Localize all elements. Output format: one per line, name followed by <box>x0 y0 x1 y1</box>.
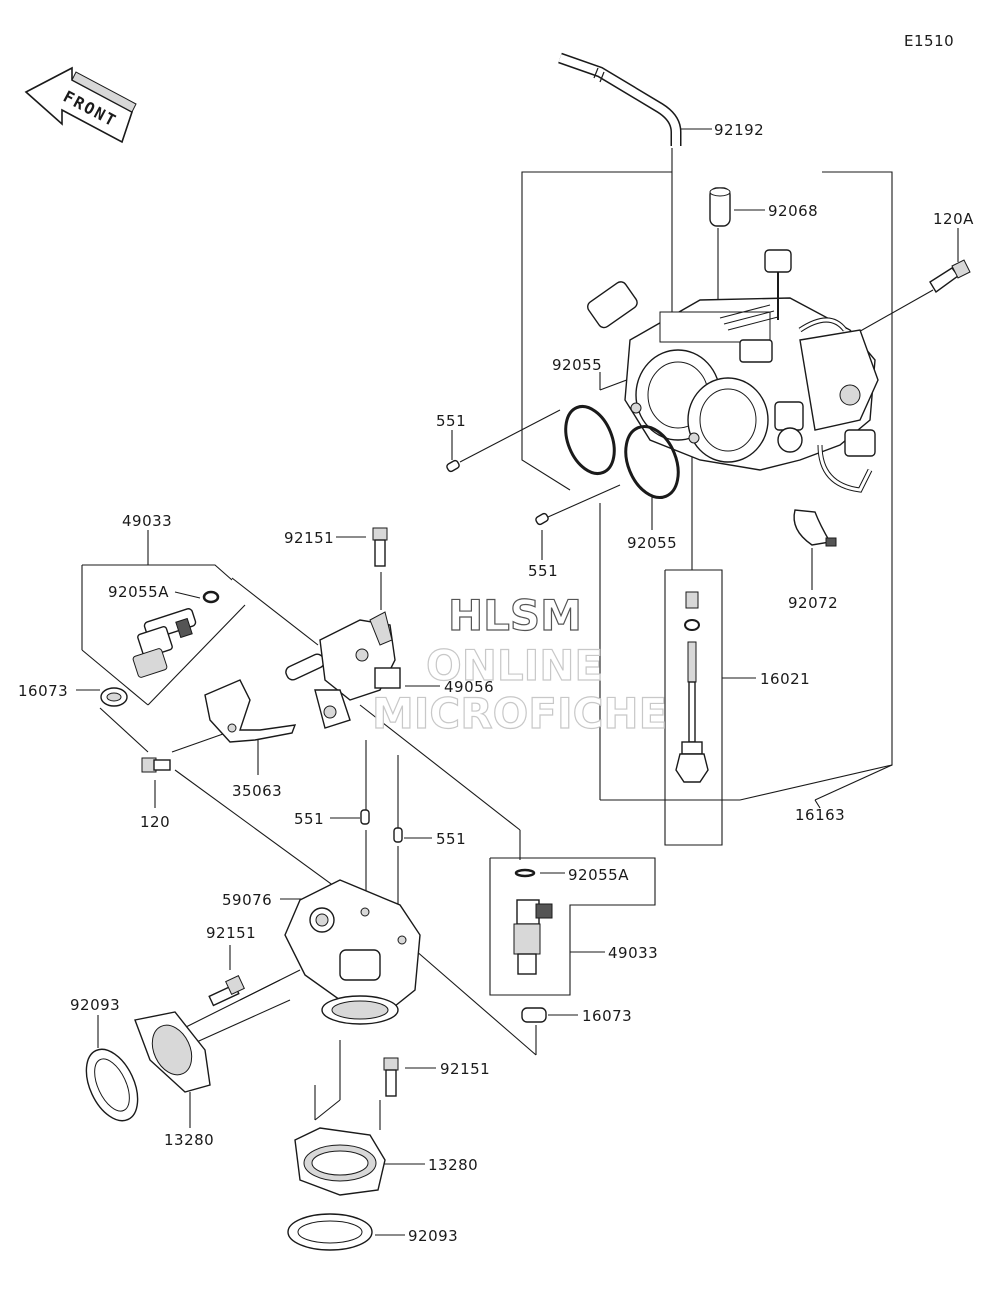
bolt-120 <box>141 757 171 773</box>
throttle-body-16163 <box>587 249 879 493</box>
label-92151-mid: 92151 <box>206 924 256 942</box>
label-16021: 16021 <box>760 670 810 688</box>
pin-551-b <box>393 827 403 843</box>
label-92151-top: 92151 <box>284 529 334 547</box>
label-59076: 59076 <box>222 891 272 909</box>
label-92055a-right: 92055A <box>568 866 629 884</box>
label-35063: 35063 <box>232 782 282 800</box>
part-number-labels: 92192 92068 120A 92055 551 92055 551 920… <box>18 121 974 1245</box>
label-92068: 92068 <box>768 202 818 220</box>
watermark-line3: MICROFICHE <box>372 689 667 738</box>
pin-551-a <box>360 809 370 825</box>
delivery-pipe-49056 <box>285 611 401 729</box>
holder-13280-left <box>134 1011 211 1093</box>
o-ring-92055a-left <box>202 590 220 604</box>
label-92192: 92192 <box>714 121 764 139</box>
o-ring-92055a-right <box>514 868 536 878</box>
o-ring-92055-upper <box>564 405 616 475</box>
o-ring-92055-lower <box>624 425 680 499</box>
label-49033-right: 49033 <box>608 944 658 962</box>
holder-13280-right <box>294 1127 386 1196</box>
cap-16073-right <box>521 1007 547 1023</box>
label-551-a: 551 <box>294 810 324 828</box>
label-13280-right: 13280 <box>428 1156 478 1174</box>
label-120: 120 <box>140 813 170 831</box>
bolt-92151-low <box>383 1057 399 1097</box>
injector-49033-right <box>513 899 553 975</box>
label-92072: 92072 <box>788 594 838 612</box>
bracket-35063 <box>204 679 297 743</box>
pin-551-top <box>446 459 460 473</box>
label-92151-low: 92151 <box>440 1060 490 1078</box>
leader-lines <box>76 128 959 1236</box>
label-551-mid: 551 <box>528 562 558 580</box>
cap-92068 <box>709 187 731 227</box>
bolt-92151-top <box>372 527 388 567</box>
label-92055a-left: 92055A <box>108 583 169 601</box>
label-551-b: 551 <box>436 830 466 848</box>
label-49033-left: 49033 <box>122 512 172 530</box>
label-120a: 120A <box>933 210 974 228</box>
vacuum-hose-92192 <box>558 52 682 146</box>
label-92093-left: 92093 <box>70 996 120 1014</box>
clamp-92093-left <box>85 1048 139 1122</box>
diagram-code: E1510 <box>904 32 954 50</box>
label-92093-right: 92093 <box>408 1227 458 1245</box>
injector-49033-left <box>132 608 197 678</box>
bolt-92151-mid <box>208 975 245 1007</box>
watermark-line1: HLSM <box>448 591 582 640</box>
watermark: HLSM ONLINE MICROFICHE <box>371 590 667 738</box>
label-16163: 16163 <box>795 806 845 824</box>
label-551-top: 551 <box>436 412 466 430</box>
label-92055-mid: 92055 <box>627 534 677 552</box>
cap-16073-left <box>100 687 128 707</box>
label-92055-top: 92055 <box>552 356 602 374</box>
watermark-line2: ONLINE <box>426 641 603 690</box>
label-49056: 49056 <box>444 678 494 696</box>
label-16073-left: 16073 <box>18 682 68 700</box>
bolt-120a <box>929 259 971 294</box>
intake-body-59076 <box>284 879 421 1025</box>
label-13280-left: 13280 <box>164 1131 214 1149</box>
clamp-92072 <box>793 509 837 547</box>
front-arrow-icon: FRONT <box>24 66 137 144</box>
sensor-16021 <box>675 591 709 783</box>
pin-551-mid <box>535 512 549 526</box>
label-16073-right: 16073 <box>582 1007 632 1025</box>
clamp-92093-right <box>287 1213 373 1251</box>
